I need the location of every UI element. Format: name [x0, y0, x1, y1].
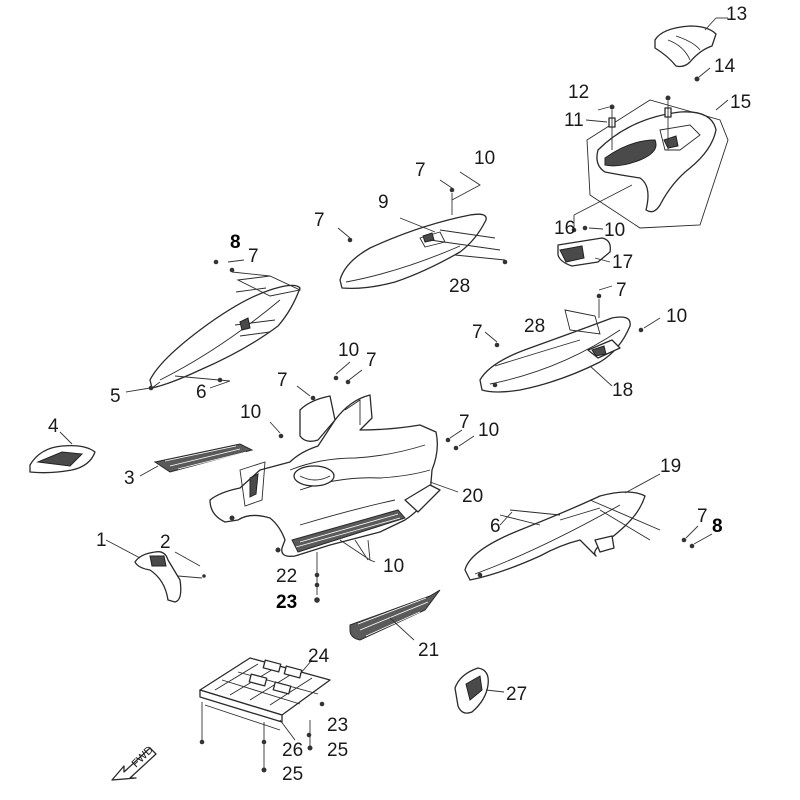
part-14-screw [694, 67, 711, 82]
part-1-2-lower-bracket [105, 539, 206, 603]
part-22-23-screws [314, 539, 376, 603]
callout-24: 24 [308, 646, 330, 667]
callout-10-lower: 10 [383, 556, 404, 577]
callout-7-upper: 7 [415, 160, 426, 181]
callout-22: 22 [276, 566, 297, 587]
callout-7-frame-top: 7 [366, 350, 377, 371]
callout-17: 17 [612, 252, 633, 273]
callout-21: 21 [418, 640, 439, 661]
callout-10-frame-left: 10 [240, 402, 261, 423]
callout-10-frame-right: 10 [478, 420, 499, 441]
part-13-seat-cap [654, 17, 728, 68]
callout-14: 14 [714, 56, 736, 77]
callout-7-right-top: 7 [616, 280, 627, 301]
part-24-floor-tray [199, 657, 331, 773]
callout-6-right: 6 [490, 516, 501, 537]
callout-18: 18 [612, 380, 633, 401]
callout-20: 20 [462, 486, 483, 507]
callout-25-right: 25 [327, 740, 348, 761]
part-17-grab-handle [557, 184, 633, 267]
callout-4: 4 [48, 416, 59, 437]
callout-7-right-cover: 7 [472, 322, 483, 343]
part-19-rear-lower-cover [464, 473, 713, 581]
part-21-lower-grille [349, 589, 441, 641]
callout-5: 5 [110, 386, 121, 407]
forward-direction-arrow [111, 747, 157, 781]
callout-23-center: 23 [276, 592, 297, 613]
callout-26: 26 [282, 740, 303, 761]
callout-23-tray: 23 [327, 715, 348, 736]
callout-8-left: 8 [230, 232, 241, 253]
callout-25-bottom: 25 [282, 764, 303, 785]
callout-10-frame-top: 10 [338, 340, 359, 361]
part-4-bracket [29, 431, 96, 474]
callout-7-upper-left: 7 [314, 210, 325, 231]
callout-10-upper: 10 [474, 148, 495, 169]
callout-8-rear: 8 [712, 516, 723, 537]
callout-7-frame-left: 7 [277, 370, 288, 391]
part-20-main-body-frame [209, 361, 475, 557]
part-15-rear-tail-assembly [586, 99, 729, 229]
callout-28-upper: 28 [449, 276, 470, 297]
callout-2: 2 [160, 532, 171, 553]
callout-9: 9 [378, 192, 389, 213]
part-9-upper-side-panel [337, 171, 508, 290]
part-11-12-fasteners [585, 95, 672, 150]
part-3-grille-panel [139, 443, 254, 477]
callout-12: 12 [568, 82, 589, 103]
callout-13: 13 [726, 4, 747, 25]
part-18-right-side-cover [479, 285, 661, 393]
callout-15: 15 [730, 92, 751, 113]
callout-6-left: 6 [196, 382, 207, 403]
callout-16: 16 [554, 218, 575, 239]
callout-10-right-cover: 10 [666, 306, 687, 327]
callout-7-frame-right: 7 [459, 412, 470, 433]
part-5-left-side-cover [125, 259, 302, 393]
callout-3: 3 [124, 468, 135, 489]
callout-7-rear: 7 [697, 506, 708, 527]
callout-28-right: 28 [524, 316, 545, 337]
callout-10-handle: 10 [604, 220, 625, 241]
callout-7-left-cover: 7 [248, 246, 259, 267]
callout-19: 19 [660, 456, 681, 477]
part-27-bracket [454, 667, 505, 714]
callout-1: 1 [96, 530, 107, 551]
callout-27: 27 [506, 684, 527, 705]
callout-11: 11 [564, 110, 584, 131]
